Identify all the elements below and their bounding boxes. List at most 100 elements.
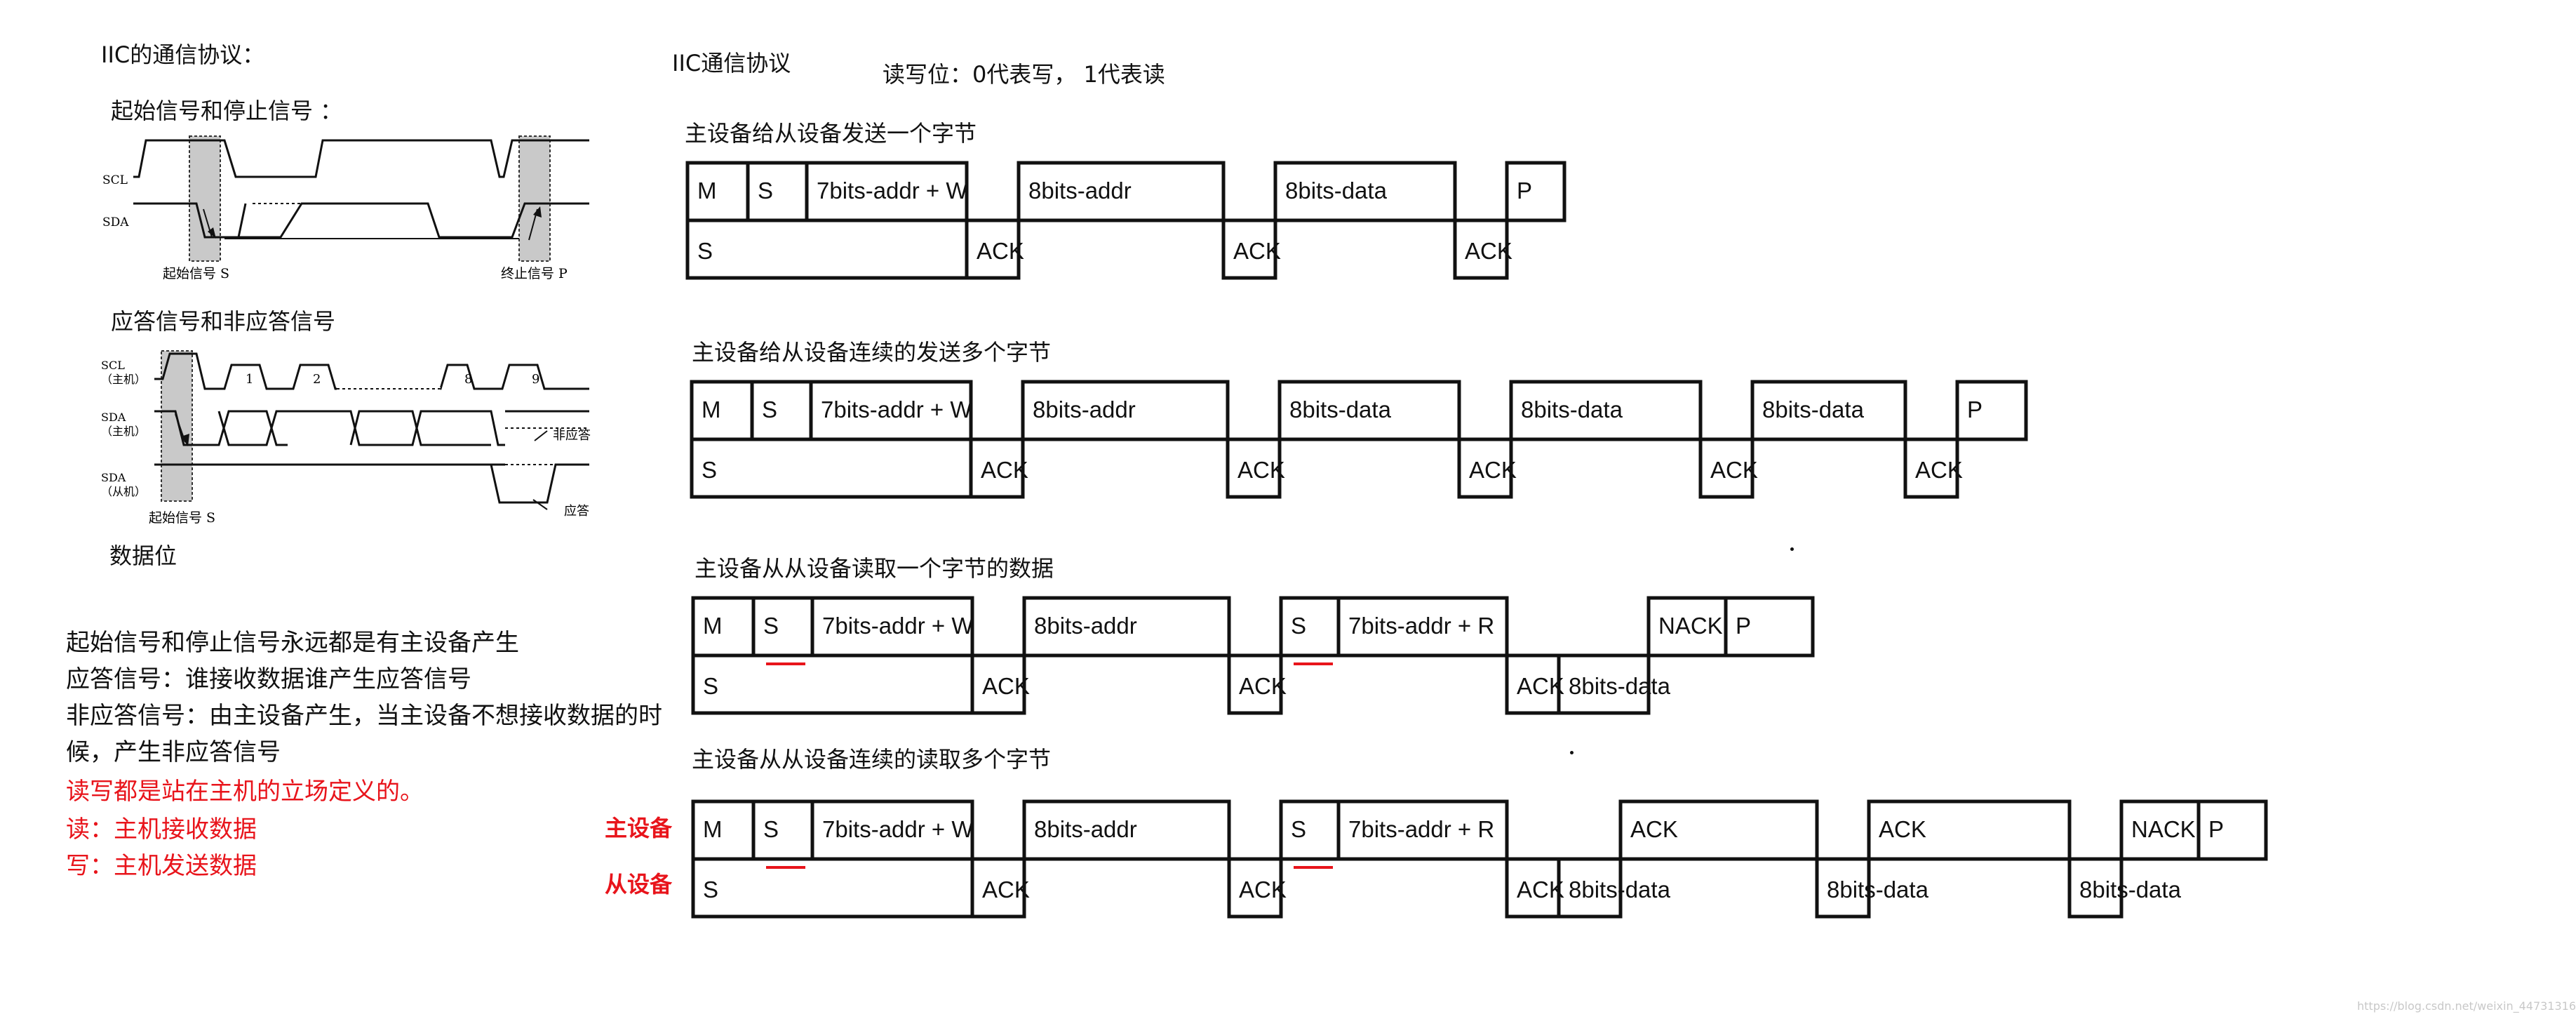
frame-svg xyxy=(685,161,1567,280)
frame-field: 8bits-addr xyxy=(1034,613,1137,639)
frame-field: ACK xyxy=(1469,457,1517,483)
frame-field: NACK xyxy=(2131,816,2196,842)
frame-field: ACK xyxy=(1239,877,1287,903)
frame-field: 8bits-addr xyxy=(1034,816,1137,842)
frame-field: M xyxy=(703,816,723,842)
frame-field: ACK xyxy=(1517,673,1564,699)
frame-svg xyxy=(690,380,2028,499)
frame-field: 7bits-addr + R xyxy=(1348,613,1495,639)
frame-field: 8bits-data xyxy=(2079,877,2181,903)
fig2-sda-slave-label: SDA xyxy=(101,471,126,484)
frame-field: ACK xyxy=(1915,457,1963,483)
note-3: 非应答信号：由主设备产生，当主设备不想接收数据的时 xyxy=(66,702,662,730)
frame-field: S xyxy=(762,397,778,422)
seq1-heading: 主设备给从设备发送一个字节 xyxy=(685,120,977,147)
frame-field: ACK xyxy=(981,457,1028,483)
fig2-nack-label: 非应答 xyxy=(553,428,591,443)
frame-field: 7bits-addr + W xyxy=(821,397,972,422)
frame-field: P xyxy=(1736,613,1752,639)
frame-field: ACK xyxy=(1233,238,1281,264)
start-stop-heading: 起始信号和停止信号 ： xyxy=(111,98,343,124)
frame-field: NACK xyxy=(1658,613,1723,639)
red-note-3: 写：主机发送数据 xyxy=(66,852,257,880)
ack-heading: 应答信号和非应答信号 xyxy=(111,308,336,335)
frame-field: ACK xyxy=(1879,816,1926,842)
frame-field: S xyxy=(758,178,774,204)
frame-field: 8bits-data xyxy=(1762,397,1864,422)
frame-svg xyxy=(691,596,1815,715)
note-4: 候，产生非应答信号 xyxy=(66,738,281,766)
frame-field: S xyxy=(702,457,718,483)
frame-field: ACK xyxy=(977,238,1024,264)
frame-svg xyxy=(691,799,2268,919)
frame-field: P xyxy=(1517,178,1533,204)
data-bit-heading: 数据位 xyxy=(109,542,177,569)
master-side-label: 主设备 xyxy=(605,815,673,841)
frame-field: P xyxy=(1967,397,1983,422)
fig2-bit-2: 2 xyxy=(313,372,321,387)
watermark: https://blog.csdn.net/weixin_44731316 xyxy=(2357,999,2576,1013)
frame-field: S xyxy=(763,816,779,842)
frame-field: 8bits-data xyxy=(1827,877,1928,903)
frame-field: 8bits-data xyxy=(1569,877,1670,903)
frame-field: P xyxy=(2208,816,2225,842)
stray-dot xyxy=(1570,751,1574,754)
frame-field: 8bits-data xyxy=(1521,397,1623,422)
fig2-bit-1: 1 xyxy=(246,372,253,387)
frame-field: ACK xyxy=(982,877,1030,903)
red-note-1: 读写都是站在主机的立场定义的。 xyxy=(66,778,424,806)
frame-field: M xyxy=(703,613,723,639)
frame-field: ACK xyxy=(1465,238,1512,264)
frame-field: 7bits-addr + W xyxy=(822,816,974,842)
ack-nack-timing-figure: SCL （主机） SDA （主机） SDA （从机） 1 2 8 9 非应答 应… xyxy=(101,350,591,526)
red-note-2: 读：主机接收数据 xyxy=(66,815,257,844)
slave-side-label: 从设备 xyxy=(605,871,673,898)
frame-field: 8bits-data xyxy=(1285,178,1387,204)
frame-field: M xyxy=(702,397,721,422)
frame-field: ACK xyxy=(982,673,1030,699)
frame-field: 7bits-addr + W xyxy=(822,613,974,639)
seq3-heading: 主设备从从设备读取一个字节的数据 xyxy=(695,555,1054,582)
frame-field: ACK xyxy=(1710,457,1758,483)
frame-field: 8bits-addr xyxy=(1033,397,1136,422)
frame-field: S xyxy=(703,673,719,699)
fig1-scl-label: SCL xyxy=(102,173,128,187)
stray-dot xyxy=(1790,547,1794,551)
right-title: IIC通信协议 xyxy=(672,50,791,76)
frame-field: S xyxy=(1291,613,1307,639)
fig2-sda-slave-role: （从机） xyxy=(101,485,146,498)
frame-field: ACK xyxy=(1517,877,1564,903)
start-stop-timing-figure: SCL SDA 起始信号 S 终止信号 P xyxy=(102,135,589,281)
frame-field: S xyxy=(763,613,779,639)
frame-field: S xyxy=(1291,816,1307,842)
frame-field: M xyxy=(697,178,717,204)
frame-field: S xyxy=(703,877,719,903)
fig2-sda-role: （主机） xyxy=(101,425,146,438)
fig1-stop-label: 终止信号 P xyxy=(501,266,568,281)
frame-field: 7bits-addr + R xyxy=(1348,816,1495,842)
seq4-heading: 主设备从从设备连续的读取多个字节 xyxy=(692,746,1052,773)
fig1-start-label: 起始信号 S xyxy=(163,266,229,281)
fig2-ack-label: 应答 xyxy=(564,504,589,519)
frame-field: 8bits-data xyxy=(1289,397,1391,422)
rw-note: 读写位：0代表写， 1代表读 xyxy=(883,61,1165,88)
left-title: IIC的通信协议： xyxy=(101,41,265,68)
frame-field: S xyxy=(697,238,713,264)
note-1: 起始信号和停止信号永远都是有主设备产生 xyxy=(66,629,519,657)
fig2-sda-label: SDA xyxy=(101,411,126,424)
frame-field: 8bits-addr xyxy=(1028,178,1132,204)
note-2: 应答信号：谁接收数据谁产生应答信号 xyxy=(66,665,471,693)
frame-field: ACK xyxy=(1239,673,1287,699)
frame-field: 8bits-data xyxy=(1569,673,1670,699)
seq2-heading: 主设备给从设备连续的发送多个字节 xyxy=(692,339,1052,366)
frame-field: ACK xyxy=(1237,457,1285,483)
fig2-start-label: 起始信号 S xyxy=(149,510,215,526)
fig2-scl-label: SCL xyxy=(101,359,125,372)
frame-field: ACK xyxy=(1630,816,1678,842)
fig1-sda-label: SDA xyxy=(102,215,129,229)
fig2-bit-9: 9 xyxy=(532,372,539,387)
